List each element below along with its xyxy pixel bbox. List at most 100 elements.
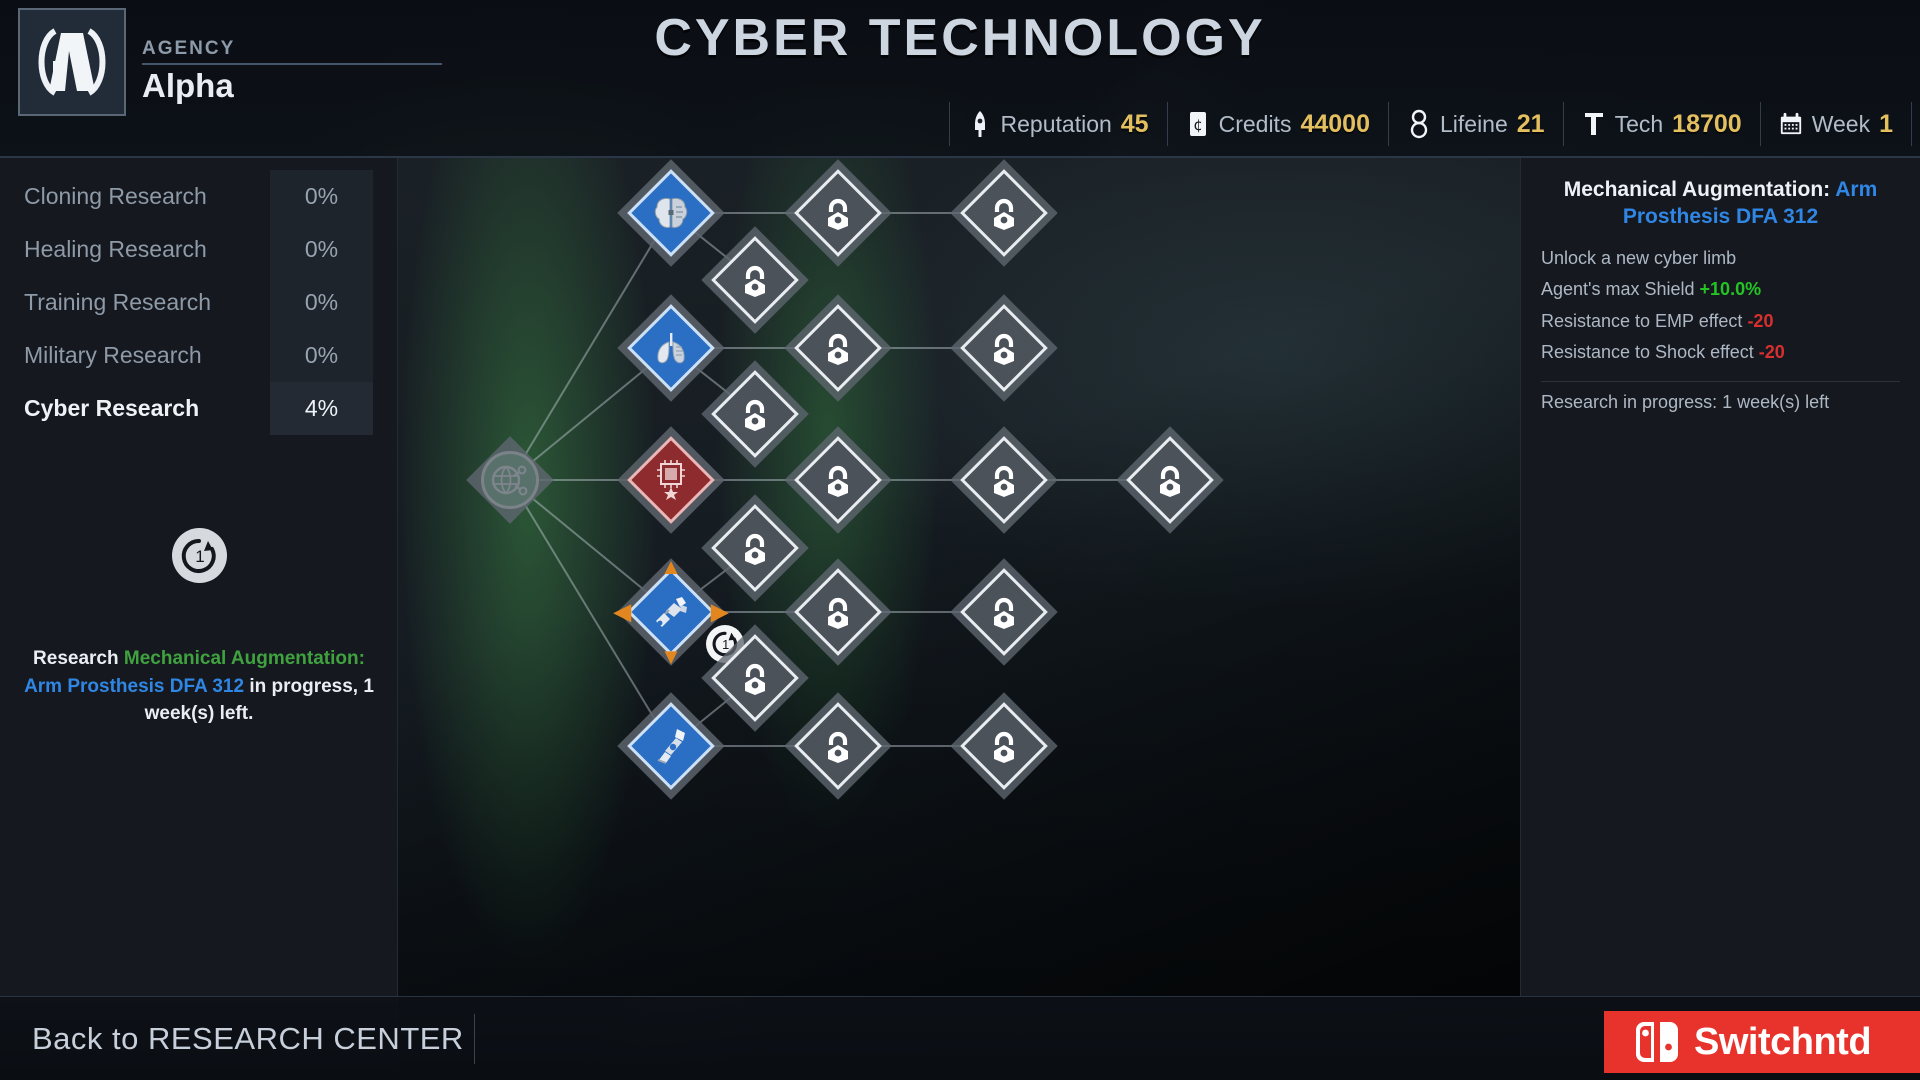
svg-text:1: 1: [195, 547, 204, 566]
stat-label: Lifeine: [1439, 110, 1508, 137]
tech-node-locked[interactable]: [794, 304, 882, 392]
watermark-text: Switchntd: [1694, 1020, 1872, 1063]
stat-label: Week: [1811, 110, 1871, 137]
clock-refresh-icon: 1: [712, 631, 738, 657]
progress-suffix: in progress, 1 week(s) left.: [144, 675, 374, 725]
detail-effect-line: Agent's max Shield +10.0%: [1541, 274, 1900, 306]
detail-effect-line: Resistance to Shock effect -20: [1541, 337, 1900, 369]
tech-node-locked[interactable]: [711, 370, 799, 458]
tech-node-locked[interactable]: [794, 568, 882, 656]
selection-marker: ▲: [660, 554, 682, 579]
research-timer-badge: 1: [171, 528, 227, 583]
lock-icon: [821, 729, 855, 763]
lock-icon: [987, 463, 1021, 497]
lock-icon: [738, 263, 772, 297]
credits-icon: ¢: [1186, 109, 1210, 139]
stat-tech: Tech 18700: [1562, 102, 1760, 146]
tech-node-locked[interactable]: [794, 702, 882, 790]
robot-leg-icon: [653, 727, 689, 765]
tech-tree-panel[interactable]: ▲▼◀▶1: [398, 158, 1520, 996]
detail-effect-value: +10.0%: [1699, 279, 1762, 300]
stat-label: Tech: [1614, 110, 1664, 137]
detail-effect-value: -20: [1758, 342, 1785, 363]
lock-icon: [987, 331, 1021, 365]
tech-node-locked[interactable]: [960, 436, 1048, 524]
tech-node-root[interactable]: [466, 436, 554, 524]
tech-edge: [509, 479, 672, 613]
detail-title-highlight: Arm Prosthesis DFA 312: [1622, 178, 1878, 229]
tech-node-locked[interactable]: [1126, 436, 1214, 524]
tech-node-n14[interactable]: ▲▼◀▶1: [614, 556, 744, 668]
tech-node-locked[interactable]: [794, 436, 882, 524]
agency-emblem-icon: [38, 28, 106, 96]
stat-label: Credits: [1218, 110, 1292, 137]
tech-node-n5[interactable]: [627, 304, 715, 392]
switchntd-watermark: Switchntd: [1604, 1011, 1920, 1073]
stat-value: 45: [1120, 109, 1149, 138]
research-category-label: Cyber Research: [24, 395, 200, 421]
clock-refresh-icon: 1: [181, 538, 216, 573]
tech-node-locked[interactable]: [711, 236, 799, 324]
detail-effect-value: -20: [1747, 310, 1774, 331]
detail-effect-text: Agent's max Shield: [1541, 279, 1700, 300]
node-diamond: [711, 236, 799, 324]
tech-node-n1[interactable]: [627, 169, 715, 257]
lock-icon: [821, 196, 855, 230]
lock-icon: [738, 661, 772, 695]
brain-icon: [652, 196, 690, 230]
node-diamond: [794, 169, 882, 257]
lock-icon: [821, 331, 855, 365]
agency-label: AGENCY: [142, 38, 236, 59]
footer-bar: Back to RESEARCH CENTER Switchntd: [0, 996, 1920, 1080]
detail-title-main: Mechanical Augmentation:: [1563, 178, 1831, 201]
node-diamond: [1126, 436, 1214, 524]
tech-node-locked[interactable]: [794, 169, 882, 257]
lock-icon: [987, 196, 1021, 230]
node-diamond: [711, 370, 799, 458]
node-diamond: [627, 436, 715, 524]
agency-name: Alpha: [142, 67, 234, 104]
tech-node-n9[interactable]: [627, 436, 715, 524]
tech-node-n18[interactable]: [627, 702, 715, 790]
tech-node-locked[interactable]: [960, 702, 1048, 790]
tech-edge: [509, 347, 672, 481]
research-category-row[interactable]: Cyber Research 4%: [24, 382, 373, 435]
detail-effect-line: Resistance to EMP effect -20: [1541, 306, 1900, 338]
research-category-percent: 0%: [270, 276, 373, 329]
node-diamond: [794, 702, 882, 790]
lock-icon: [987, 729, 1021, 763]
stat-week: Week 1: [1759, 102, 1912, 146]
node-diamond: [711, 504, 799, 592]
back-to-research-center-button[interactable]: Back to RESEARCH CENTER: [22, 1014, 475, 1064]
node-diamond: [627, 702, 715, 790]
tech-node-locked[interactable]: [711, 634, 799, 722]
progress-blue: Arm Prosthesis DFA 312: [24, 675, 245, 697]
research-category-label: Healing Research: [24, 236, 207, 262]
tech-detail-panel: Mechanical Augmentation: Arm Prosthesis …: [1520, 158, 1920, 996]
page-title: CYBER TECHNOLOGY: [654, 9, 1266, 67]
node-diamond: [960, 702, 1048, 790]
tech-node-locked[interactable]: [960, 304, 1048, 392]
resource-stats-bar: Reputation 45 ¢ Credits 44000 Lifeine 21…: [948, 98, 1912, 150]
node-diamond: [627, 169, 715, 257]
lock-icon: [987, 595, 1021, 629]
agency-logo-badge: [18, 8, 126, 116]
research-category-label: Cloning Research: [24, 183, 207, 209]
robot-hand-icon: [652, 595, 690, 629]
lock-icon: [738, 531, 772, 565]
stat-value: 1: [1879, 109, 1893, 138]
switch-console-icon: [1636, 1022, 1678, 1062]
svg-text:¢: ¢: [1193, 116, 1203, 134]
tech-node-locked[interactable]: [711, 504, 799, 592]
research-category-percent: 4%: [270, 382, 373, 435]
tech-node-locked[interactable]: [960, 169, 1048, 257]
tech-node-locked[interactable]: [960, 568, 1048, 656]
detail-effect-text: Resistance to Shock effect: [1541, 342, 1759, 363]
research-category-label: Military Research: [24, 342, 202, 368]
